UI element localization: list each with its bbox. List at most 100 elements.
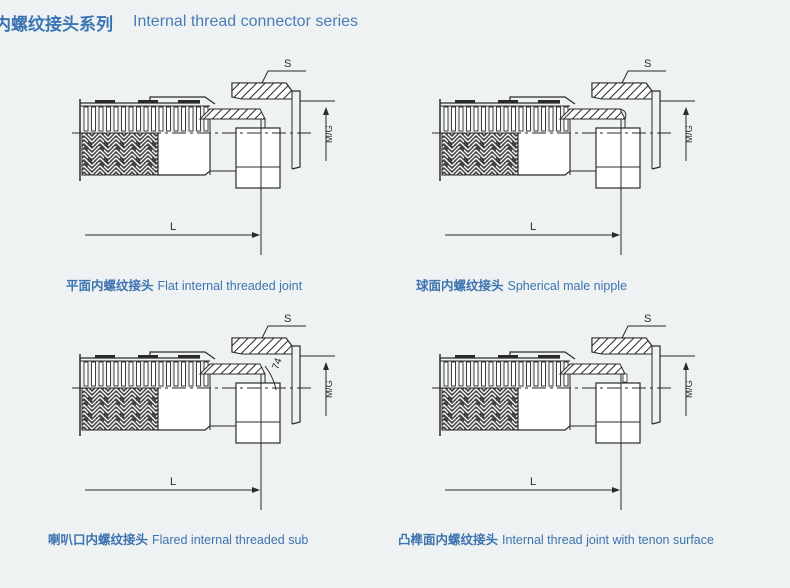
l-arrow: [612, 487, 620, 493]
corrugation: [98, 361, 104, 387]
corrugation: [496, 361, 501, 387]
corrugation: [151, 361, 156, 387]
band-segment: [538, 100, 560, 103]
band-segment: [538, 355, 560, 358]
mg-arrow: [683, 362, 689, 370]
corrugation: [128, 106, 134, 132]
corrugation: [121, 361, 126, 387]
ferrule-body: [517, 388, 571, 431]
corrugation: [151, 106, 156, 132]
corrugation: [143, 106, 149, 132]
corrugation: [518, 361, 524, 387]
corrugation: [503, 106, 509, 132]
ferrule-body: [517, 133, 571, 176]
l-label: L: [170, 476, 176, 488]
nipple-tube: [558, 108, 626, 120]
corrugation: [83, 106, 89, 132]
s-label: S: [284, 313, 291, 325]
corrugation: [518, 106, 524, 132]
corrugation: [466, 106, 471, 132]
caption-cn: 平面内螺纹接头: [66, 279, 154, 293]
corrugation: [443, 106, 449, 132]
s-label: S: [644, 313, 651, 325]
corrugation: [173, 106, 179, 132]
corrugation: [113, 361, 119, 387]
mg-label: M/G: [684, 125, 695, 143]
corrugation: [496, 106, 501, 132]
s-leader: [261, 325, 306, 339]
l-label: L: [170, 221, 176, 233]
ferrule-body: [157, 388, 211, 431]
band-segment: [455, 100, 475, 103]
caption-en: Flared internal threaded sub: [152, 533, 309, 547]
l-label: L: [530, 221, 536, 233]
caption-en: Flat internal threaded joint: [157, 279, 303, 293]
corrugation: [173, 361, 179, 387]
corrugation: [466, 361, 471, 387]
ferrule-edge: [149, 351, 216, 360]
band-segment: [178, 100, 200, 103]
tenon-step: [622, 373, 628, 383]
neck-line: [569, 425, 600, 430]
ferrule-body: [157, 133, 211, 176]
hex-body: [235, 127, 281, 189]
corrugation: [526, 361, 531, 387]
corrugation: [503, 361, 509, 387]
nut-section: [231, 82, 293, 100]
header-title-cn: 内螺纹接头系列: [0, 14, 113, 34]
neck-line: [209, 425, 240, 430]
braid-section: [81, 387, 159, 431]
s-label: S: [644, 58, 651, 70]
band-segment: [498, 355, 518, 358]
corrugation: [181, 361, 186, 387]
corrugation: [488, 106, 494, 132]
neck-line: [569, 170, 600, 175]
l-label: L: [530, 476, 536, 488]
band-segment: [138, 100, 158, 103]
connector-drawing: S M/G L: [432, 58, 695, 255]
mg-label: M/G: [324, 125, 335, 143]
ferrule-edge: [149, 96, 216, 105]
corrugation: [481, 106, 486, 132]
s-leader: [261, 70, 306, 84]
mg-label: M/G: [324, 380, 335, 398]
connector-drawing: SM/GL: [432, 313, 695, 510]
corrugation: [136, 106, 141, 132]
corrugation: [533, 361, 539, 387]
mg-arrow: [323, 107, 329, 115]
corrugation: [91, 361, 96, 387]
corrugation: [541, 361, 546, 387]
braid-section: [441, 387, 519, 431]
corrugation: [548, 361, 554, 387]
corrugation: [121, 106, 126, 132]
braid-section: [441, 132, 519, 176]
hex-body: [235, 382, 281, 444]
corrugation: [188, 361, 194, 387]
corrugation: [443, 361, 449, 387]
caption-cn: 凸榫面内螺纹接头: [398, 533, 499, 547]
s-leader: [621, 70, 666, 84]
l-arrow: [252, 232, 260, 238]
corrugation: [128, 361, 134, 387]
corrugation: [451, 361, 456, 387]
corrugation: [91, 106, 96, 132]
corrugation: [526, 106, 531, 132]
nut-section: [591, 337, 653, 355]
corrugation: [511, 106, 516, 132]
band-segment: [178, 355, 200, 358]
corrugation: [451, 106, 456, 132]
corrugation: [511, 361, 516, 387]
hex-body: [595, 382, 641, 444]
braid-section: [81, 132, 159, 176]
corrugation: [106, 361, 111, 387]
corrugation: [98, 106, 104, 132]
sphere-face: [619, 108, 627, 120]
mg-arrow: [323, 362, 329, 370]
nipple-tube: [198, 363, 266, 375]
corrugation: [158, 106, 164, 132]
